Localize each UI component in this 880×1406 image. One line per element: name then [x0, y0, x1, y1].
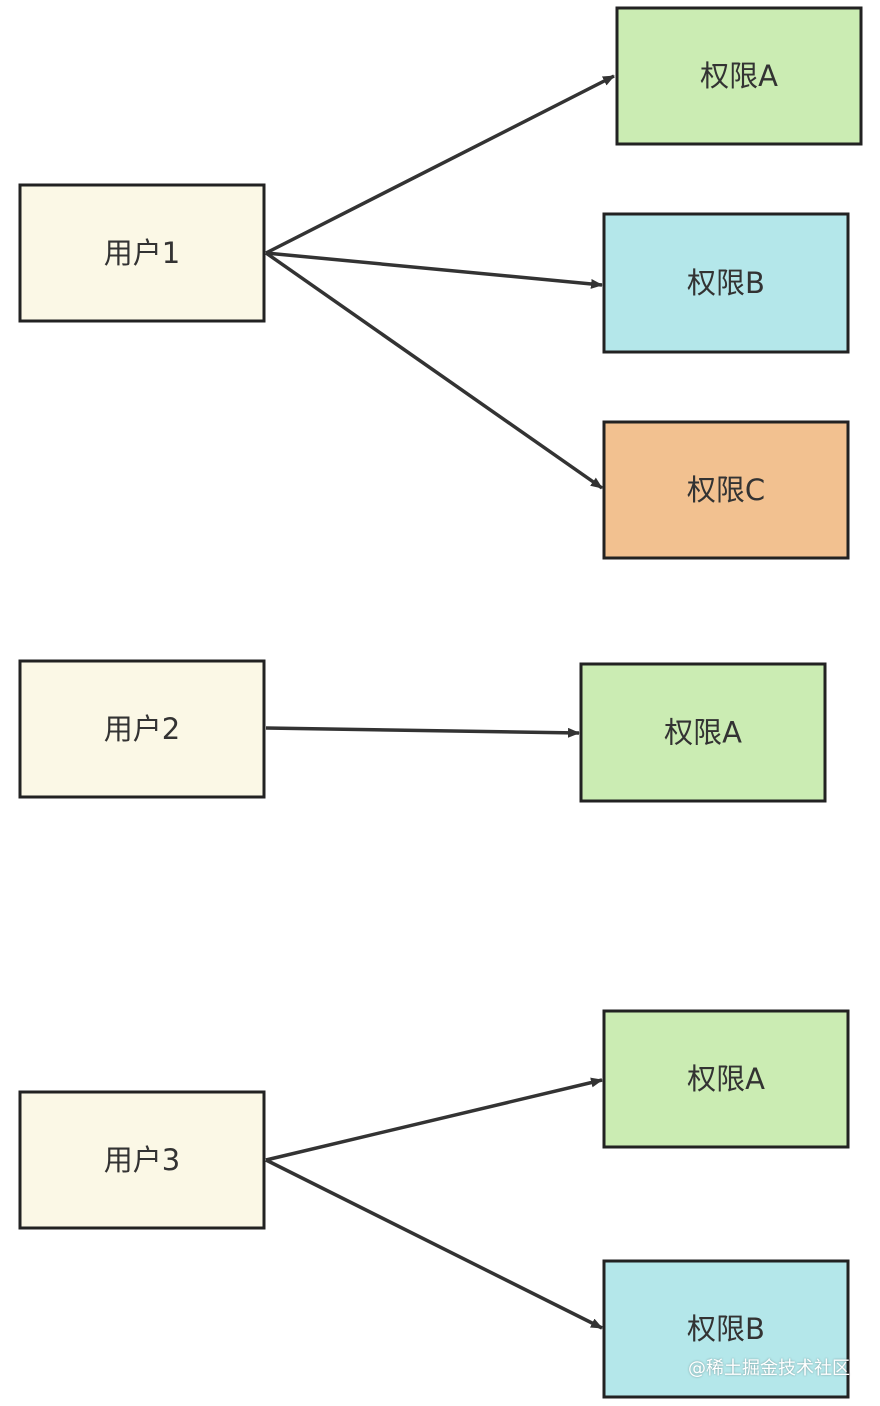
- user-node-1-box: [18, 183, 266, 323]
- edge-arrow-user3-to-perm6: [265, 1158, 603, 1330]
- permission-node-4-box: [579, 662, 827, 803]
- permission-node-2: 权限B: [602, 212, 850, 354]
- permission-node-6-label: 权限B: [687, 1312, 765, 1346]
- user-node-2-label: 用户2: [104, 712, 180, 746]
- user-node-1-label: 用户1: [104, 236, 180, 270]
- permission-node-5-box: [602, 1009, 850, 1149]
- permission-node-6-box: [602, 1259, 850, 1399]
- user-node-3-box: [18, 1090, 266, 1230]
- permission-node-1-label: 权限A: [700, 59, 778, 93]
- user-node-3: 用户3: [18, 1090, 266, 1230]
- permission-node-3-box: [602, 420, 850, 560]
- edge-arrow-user1-to-perm1: [265, 74, 615, 255]
- permission-node-1: 权限A: [615, 6, 863, 146]
- edge-arrow-user2-to-perm4: [265, 726, 580, 738]
- permission-node-6: 权限B: [602, 1259, 850, 1399]
- edge-arrow-user1-to-perm3: [264, 251, 604, 490]
- watermark-text: @稀土掘金技术社区: [688, 1358, 850, 1379]
- user-node-3-label: 用户3: [104, 1143, 180, 1177]
- permission-node-1-box: [615, 6, 863, 146]
- permission-node-4-label: 权限A: [664, 716, 742, 750]
- edge-arrow-user3-to-perm5: [265, 1077, 603, 1162]
- permission-node-5: 权限A: [602, 1009, 850, 1149]
- permission-node-4: 权限A: [579, 662, 827, 803]
- permission-node-3: 权限C: [602, 420, 850, 560]
- user-node-2-box: [18, 659, 266, 799]
- permission-node-3-label: 权限C: [687, 473, 765, 507]
- edge-arrow-user1-to-perm2: [265, 251, 603, 289]
- permission-node-2-label: 权限B: [687, 266, 765, 300]
- user-node-2: 用户2: [18, 659, 266, 799]
- permission-node-5-label: 权限A: [687, 1062, 765, 1096]
- user-node-1: 用户1: [18, 183, 266, 323]
- permission-node-2-box: [602, 212, 850, 354]
